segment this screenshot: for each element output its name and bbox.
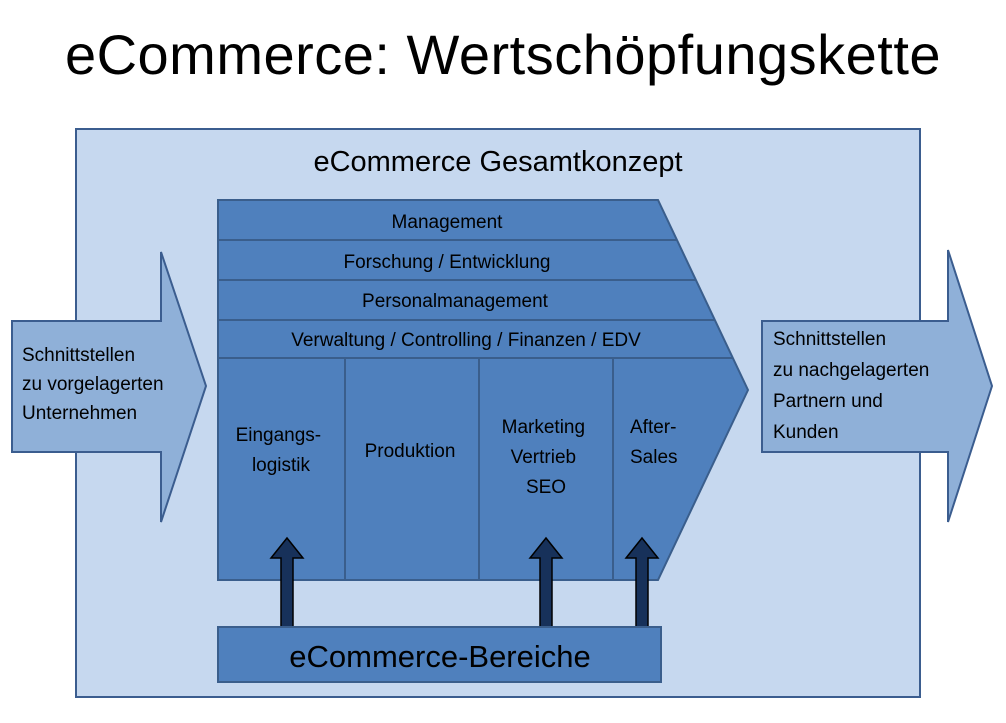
column-label-line: Vertrieb: [511, 447, 576, 468]
primary-inbound-logistics: Eingangs- logistik: [236, 425, 327, 476]
left-arrow-line: Unternehmen: [22, 403, 137, 424]
column-label-line: logistik: [252, 455, 311, 476]
support-row-personnel: Personalmanagement: [362, 291, 549, 312]
column-label-line: Eingangs-: [236, 425, 322, 446]
concept-label: eCommerce Gesamtkonzept: [313, 146, 682, 178]
left-arrow-text: Schnittstellen zu vorgelagerten Unterneh…: [22, 345, 169, 424]
right-arrow-text: Schnittstellen zu nachgelagerten Partner…: [773, 329, 935, 443]
right-arrow-line: zu nachgelagerten: [773, 360, 929, 381]
primary-after-sales: After- Sales: [630, 417, 682, 468]
up-arrow-icon: [528, 536, 564, 628]
up-arrow-icon: [624, 536, 660, 628]
column-label-line: SEO: [526, 477, 566, 498]
primary-production: Produktion: [365, 441, 456, 462]
support-row-management: Management: [392, 212, 504, 233]
left-interface-arrow: [11, 251, 208, 523]
primary-marketing: Marketing Vertrieb SEO: [502, 417, 591, 498]
column-label-line: Sales: [630, 447, 678, 468]
support-row-administration: Verwaltung / Controlling / Finanzen / ED…: [291, 330, 641, 351]
right-arrow-line: Kunden: [773, 422, 839, 443]
ecommerce-areas-box: [217, 626, 662, 683]
right-arrow-line: Schnittstellen: [773, 329, 886, 350]
left-arrow-line: Schnittstellen: [22, 345, 135, 366]
ecommerce-areas-label: eCommerce-Bereiche: [289, 639, 591, 674]
page-title: eCommerce: Wertschöpfungskette: [64, 23, 942, 86]
left-arrow-line: zu vorgelagerten: [22, 374, 164, 395]
up-arrow-icon: [269, 536, 305, 628]
column-label-line: Marketing: [502, 417, 585, 438]
support-row-research: Forschung / Entwicklung: [344, 252, 551, 273]
value-chain-chevron: [217, 199, 750, 581]
column-label-line: After-: [630, 417, 676, 438]
right-arrow-line: Partnern und: [773, 391, 883, 412]
right-interface-arrow: [761, 249, 994, 523]
